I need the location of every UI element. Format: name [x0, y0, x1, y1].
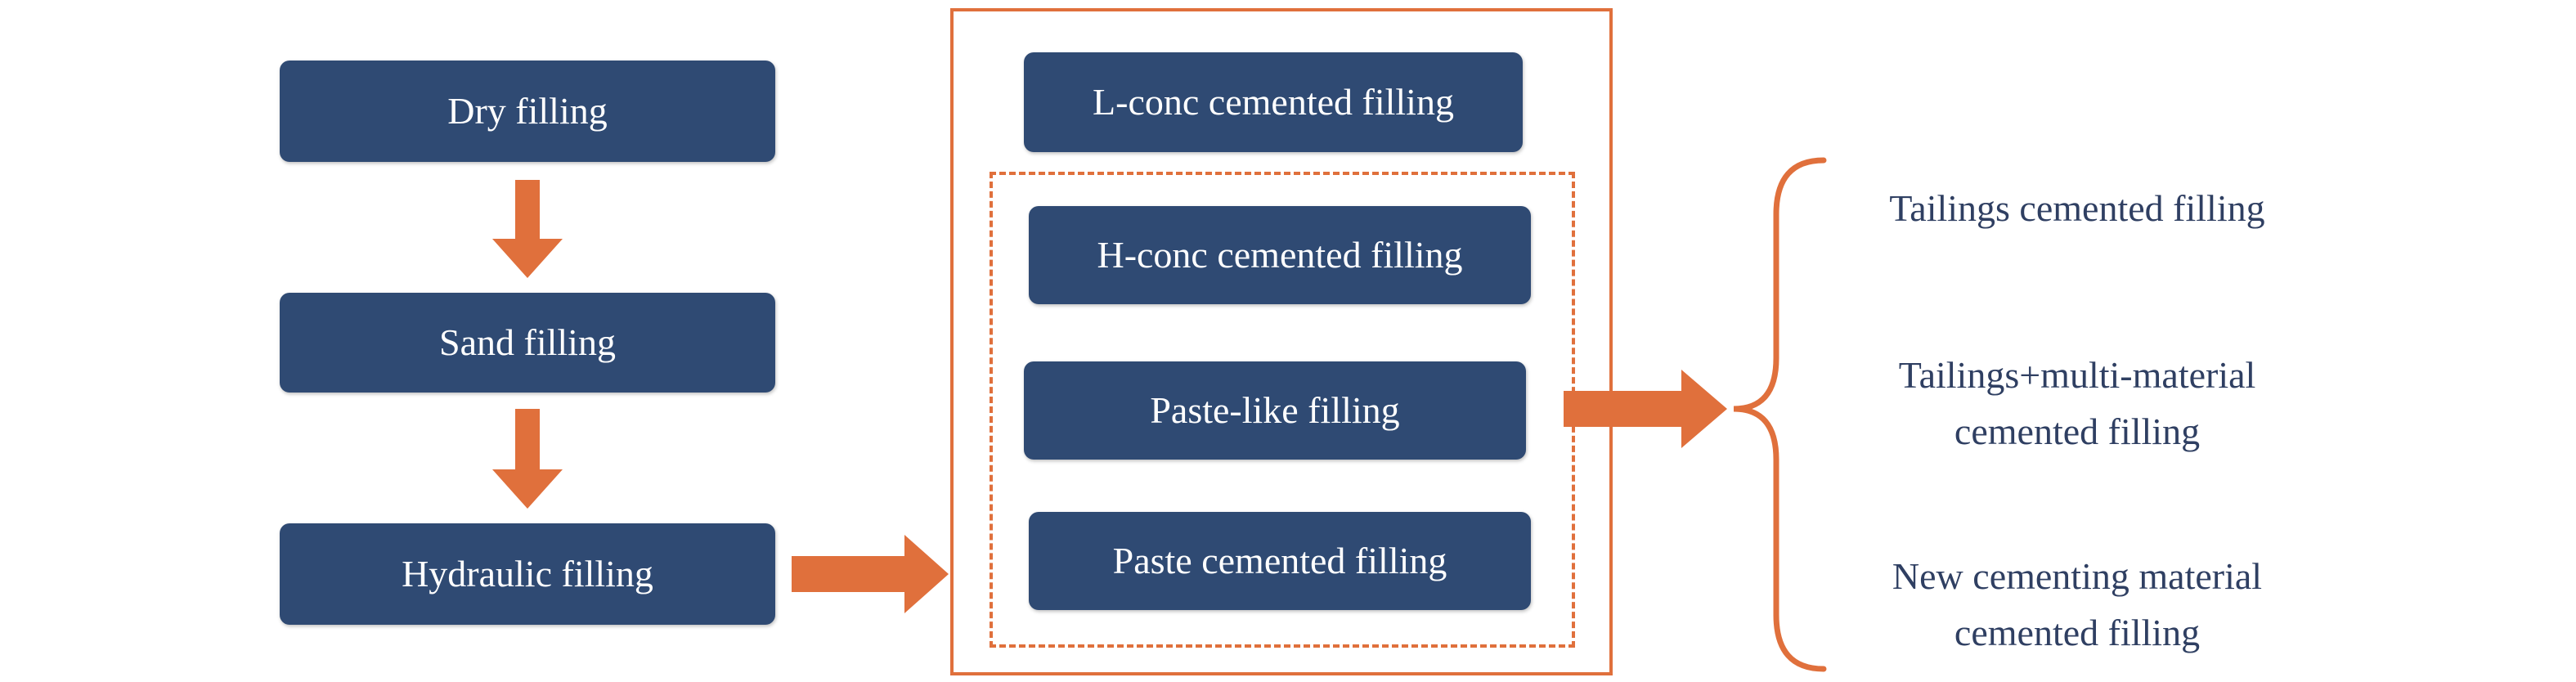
paste-like-filling-box: Paste-like filling	[1024, 361, 1526, 460]
arrow-dry-to-sand	[492, 180, 563, 278]
outcomes-brace	[1733, 157, 1827, 672]
paste-cemented-filling-box: Paste cemented filling	[1029, 512, 1531, 610]
arrow-group-to-outcomes	[1564, 370, 1727, 448]
paste-like-label: Paste-like filling	[1150, 389, 1400, 431]
paste-cemented-label: Paste cemented filling	[1112, 540, 1447, 581]
dry-filling-box: Dry filling	[280, 61, 775, 162]
arrow-hydraulic-to-group	[792, 535, 949, 613]
new-material-line1: New cementing material	[1892, 555, 2263, 597]
tailings-multi-line2: cemented filling	[1954, 411, 2201, 452]
hydraulic-filling-label: Hydraulic filling	[402, 553, 653, 595]
sand-filling-box: Sand filling	[280, 293, 775, 393]
l-conc-cemented-filling-box: L-conc cemented filling	[1024, 52, 1523, 152]
sand-filling-label: Sand filling	[439, 321, 616, 363]
h-conc-cemented-filling-box: H-conc cemented filling	[1029, 206, 1531, 304]
new-cementing-material-text: New cementing material cemented filling	[1815, 548, 2339, 661]
tailings-cemented-filling-text: Tailings cemented filling	[1815, 180, 2339, 236]
cemented-filling-group-frame	[950, 8, 1613, 675]
new-material-line2: cemented filling	[1954, 612, 2201, 653]
h-conc-label: H-conc cemented filling	[1097, 234, 1463, 276]
tailings-multi-line1: Tailings+multi-material	[1898, 354, 2256, 396]
tailings-multi-material-text: Tailings+multi-material cemented filling	[1815, 347, 2339, 460]
dry-filling-label: Dry filling	[447, 90, 608, 132]
arrow-sand-to-hydraulic	[492, 409, 563, 509]
l-conc-label: L-conc cemented filling	[1093, 81, 1454, 123]
tailings-label: Tailings cemented filling	[1889, 187, 2265, 229]
hydraulic-filling-box: Hydraulic filling	[280, 523, 775, 625]
